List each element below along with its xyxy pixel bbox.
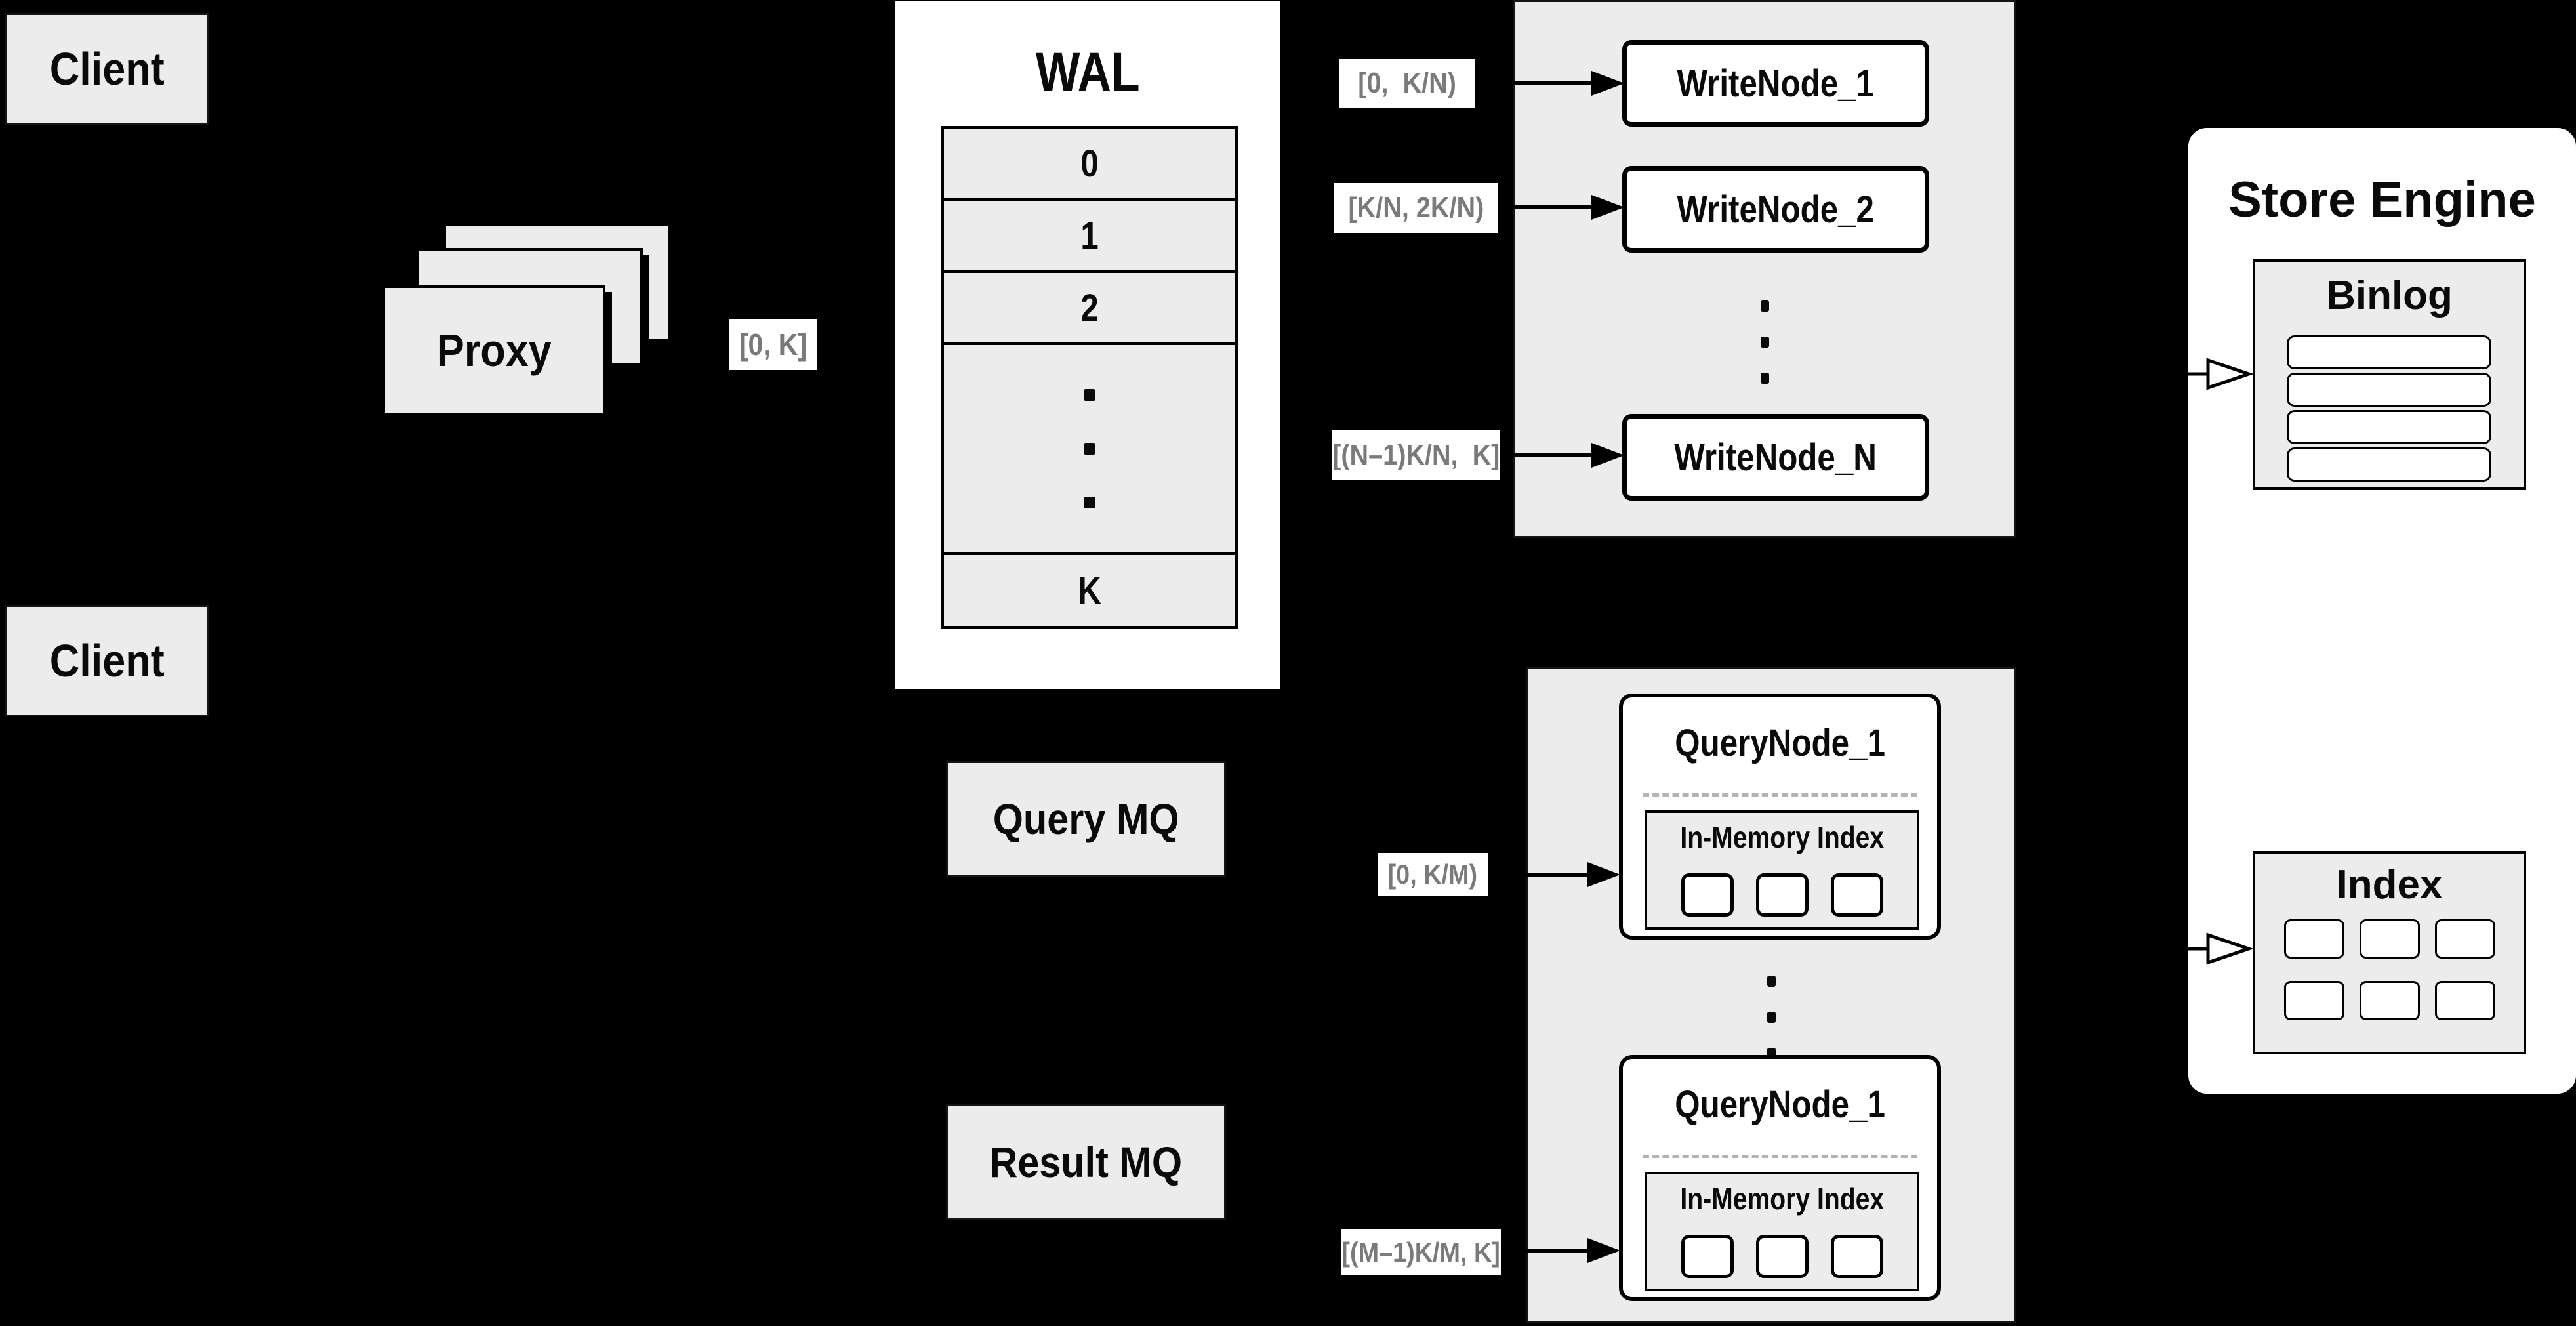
segment: [1755, 873, 1809, 917]
store-engine-box: Store Engine Binlog Index: [2188, 128, 2576, 1094]
wal-box: WAL 0 1 2 K: [895, 1, 1280, 689]
client-box-top: Client: [5, 13, 209, 125]
ellipsis-dots: [1084, 368, 1095, 529]
wal-row-0-text: 0: [1080, 142, 1099, 185]
write-node-ellipsis: [1515, 288, 2014, 396]
write-node-n: WriteNode_N: [1622, 414, 1929, 501]
wal-row-k-text: K: [1078, 569, 1101, 612]
query-node-cluster: QueryNode_1 In-Memory Index QueryNo: [1526, 667, 2016, 1323]
write-node-1-label: WriteNode_1: [1677, 62, 1875, 105]
index-segment: [2283, 919, 2344, 959]
result-mq-label: Result MQ: [989, 1138, 1183, 1186]
query-mq-label: Query MQ: [992, 795, 1179, 843]
range-label-query-top-text: [0, K/M): [1387, 859, 1478, 890]
in-memory-index-title-text: In-Memory Index: [1680, 820, 1884, 854]
write-node-2-label: WriteNode_2: [1677, 188, 1875, 231]
range-label-query-bottom-text: [(M–1)K/M, K]: [1341, 1236, 1501, 1268]
wal-row-k: K: [944, 555, 1235, 626]
binlog-row: [2287, 335, 2491, 369]
dot: [1084, 389, 1095, 401]
in-memory-index-box: In-Memory Index: [1645, 1172, 1919, 1291]
dot: [1084, 443, 1095, 455]
binlog-title: Binlog: [2326, 273, 2453, 318]
write-node-1: WriteNode_1: [1622, 40, 1929, 127]
segment-row: [1647, 1235, 1917, 1278]
query-node-top-title-text: QueryNode_1: [1675, 722, 1885, 764]
wal-row-2: 2: [944, 273, 1235, 345]
index-segment: [2359, 981, 2420, 1020]
client-box-bottom: Client: [5, 605, 209, 716]
binlog-rows: [2287, 335, 2491, 482]
write-node-cluster: WriteNode_1 WriteNode_2 WriteNode_N: [1513, 0, 2016, 538]
wal-row-2-text: 2: [1080, 286, 1099, 329]
wal-row-1: 1: [944, 201, 1235, 273]
range-label-proxy-wal-text: [0, K]: [739, 327, 808, 362]
index-segment: [2283, 981, 2344, 1020]
index-segment-row: [2255, 919, 2524, 959]
dashed-divider: [1643, 1155, 1917, 1158]
wal-title-text: WAL: [1035, 41, 1140, 103]
query-node-top-title: QueryNode_1: [1623, 721, 1937, 765]
binlog-row: [2287, 410, 2491, 444]
binlog-box: Binlog: [2253, 259, 2526, 490]
segment: [1755, 1235, 1809, 1278]
index-segment: [2434, 919, 2495, 959]
client-top-label: Client: [49, 43, 165, 94]
write-node-2: WriteNode_2: [1622, 166, 1929, 253]
range-label-proxy-wal: [0, K]: [729, 319, 817, 370]
range-label-write-2: [K/N, 2K/N): [1334, 183, 1498, 233]
binlog-row: [2287, 447, 2491, 482]
result-mq-box: Result MQ: [946, 1104, 1226, 1220]
write-node-n-label: WriteNode_N: [1674, 436, 1877, 479]
range-label-query-bottom: [(M–1)K/M, K]: [1341, 1229, 1501, 1275]
wal-title: WAL: [895, 41, 1280, 104]
segment: [1681, 873, 1734, 917]
wal-ellipsis: [944, 345, 1235, 555]
query-mq-box: Query MQ: [946, 761, 1226, 877]
segment: [1830, 1235, 1883, 1278]
dot: [1767, 976, 1776, 987]
range-label-write-2-text: [K/N, 2K/N): [1348, 192, 1484, 224]
query-node-bottom-title-text: QueryNode_1: [1675, 1083, 1885, 1126]
index-segment: [2434, 981, 2495, 1020]
in-memory-index-title: In-Memory Index: [1647, 1181, 1917, 1216]
dot: [1760, 373, 1769, 384]
binlog-row: [2287, 373, 2491, 407]
in-memory-index-title-text: In-Memory Index: [1680, 1182, 1884, 1216]
range-label-write-1-text: [0, K/N): [1358, 67, 1456, 99]
segment-row: [1647, 873, 1917, 917]
index-box: Index: [2253, 851, 2526, 1054]
range-label-write-n-text: [(N–1)K/N, K]: [1332, 439, 1500, 471]
query-node-top: QueryNode_1 In-Memory Index: [1619, 694, 1941, 940]
wal-table: 0 1 2 K: [941, 126, 1238, 629]
index-segment: [2359, 919, 2420, 959]
wal-row-1-text: 1: [1080, 214, 1099, 257]
dot: [1760, 337, 1769, 348]
dot: [1767, 1012, 1776, 1023]
proxy-label: Proxy: [436, 325, 552, 376]
in-memory-index-title: In-Memory Index: [1647, 819, 1917, 855]
store-engine-title: Store Engine: [2228, 172, 2536, 228]
index-segment-row: [2255, 981, 2524, 1020]
index-title: Index: [2336, 862, 2443, 907]
query-node-bottom-title: QueryNode_1: [1623, 1083, 1937, 1127]
dashed-divider: [1643, 793, 1917, 797]
in-memory-index-box: In-Memory Index: [1645, 810, 1919, 930]
range-label-write-n: [(N–1)K/N, K]: [1332, 430, 1500, 480]
client-bottom-label: Client: [49, 635, 165, 686]
proxy-box-front: Proxy: [382, 285, 605, 415]
segment: [1830, 873, 1883, 917]
dot: [1084, 497, 1095, 508]
range-label-query-top: [0, K/M): [1378, 853, 1488, 896]
wal-row-0: 0: [944, 129, 1235, 201]
range-label-write-1: [0, K/N): [1339, 59, 1475, 108]
dot: [1760, 300, 1769, 312]
segment: [1681, 1235, 1734, 1278]
query-node-bottom: QueryNode_1 In-Memory Index: [1619, 1055, 1941, 1301]
